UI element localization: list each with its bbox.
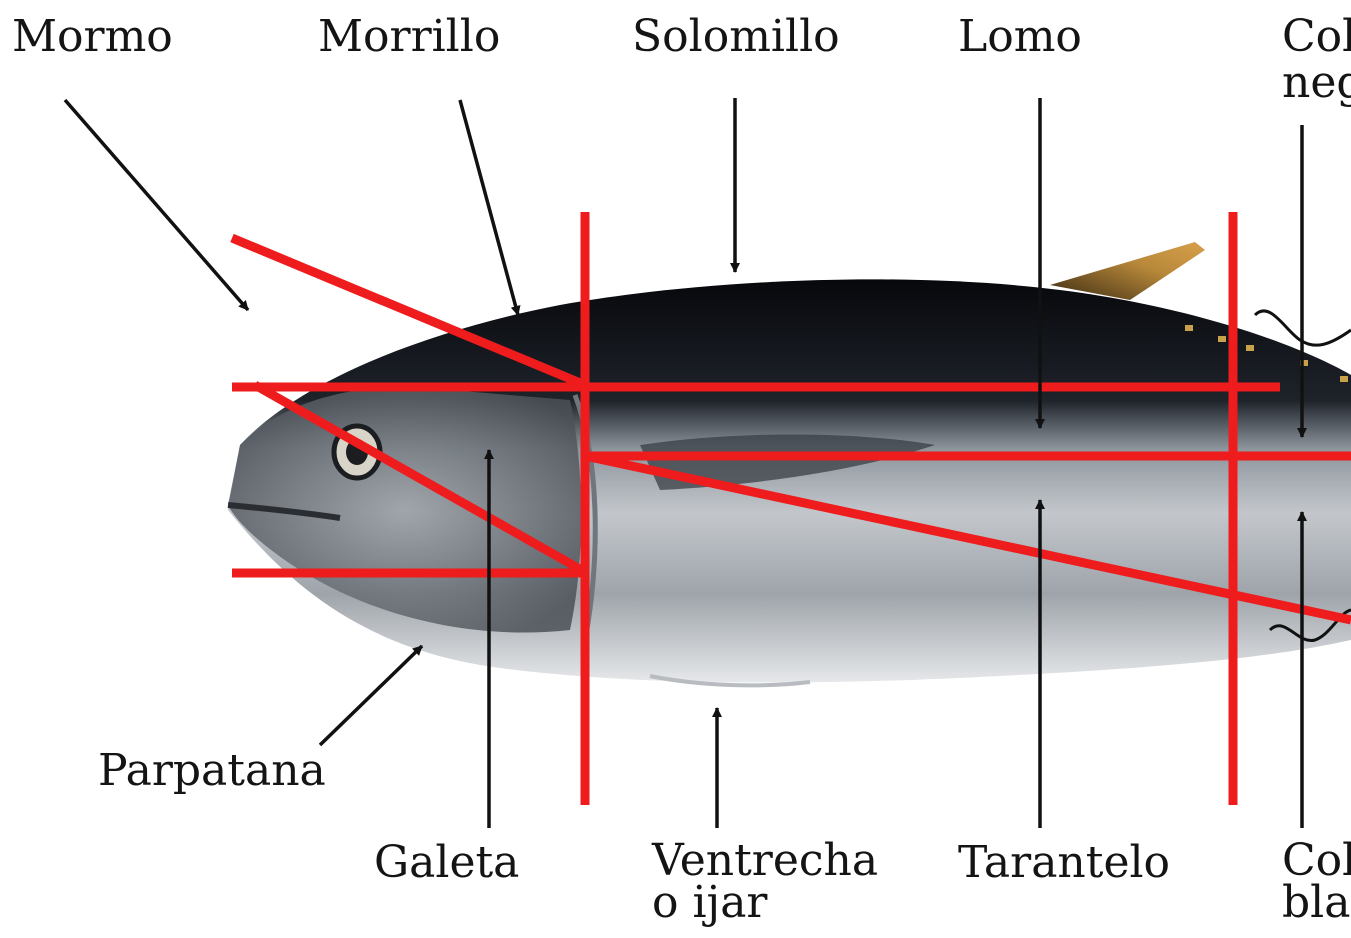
label-galeta: Galeta [374,840,519,886]
label-cola-blanca: Col bla [1282,840,1351,924]
arrow-morrillo [460,100,518,315]
label-cola-blanca-line1: Col [1282,840,1351,882]
label-solomillo: Solomillo [632,14,840,60]
label-ventrecha-line2: o ijar [652,882,878,924]
label-cola-negra: Col neg [1282,14,1351,106]
label-lomo: Lomo [958,14,1082,60]
label-tarantelo: Tarantelo [958,840,1170,886]
label-cola-negra-line2: neg [1282,60,1351,106]
label-mormo: Mormo [12,14,173,60]
label-ventrecha: Ventrecha o ijar [652,840,878,924]
label-morrillo: Morrillo [318,14,500,60]
label-cola-blanca-line2: bla [1282,882,1351,924]
label-cola-negra-line1: Col [1282,14,1351,60]
arrow-parpatana [320,646,422,745]
label-parpatana: Parpatana [98,748,326,794]
dorsal-fin [1050,242,1205,300]
arrow-mormo [65,100,248,310]
label-ventrecha-line1: Ventrecha [652,840,878,882]
